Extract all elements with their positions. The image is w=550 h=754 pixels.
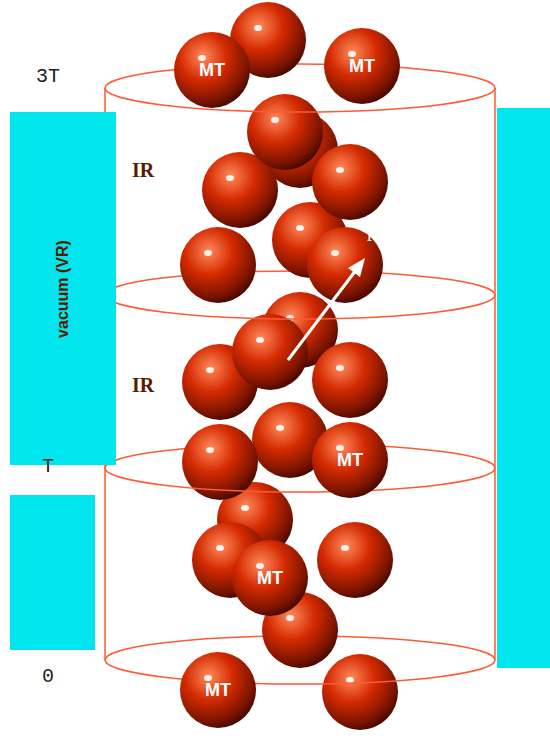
vacuum-bar <box>10 495 95 650</box>
level-label: 0 <box>42 665 54 688</box>
atom-sphere <box>247 94 323 170</box>
cylinder-outline <box>105 64 495 660</box>
atom-sphere <box>232 314 308 390</box>
atom-sphere: MT <box>232 540 308 616</box>
sphere-label: MT <box>199 60 225 81</box>
level-label: T <box>42 455 54 478</box>
cylinder-outline <box>105 88 495 684</box>
atom-sphere <box>322 654 398 730</box>
sphere-label: MT <box>257 568 283 589</box>
atom-sphere: MT <box>324 28 400 104</box>
atom-sphere: MT <box>312 422 388 498</box>
region-label: vacuum (VR) <box>54 240 72 338</box>
region-label: IR <box>132 374 154 397</box>
atom-sphere <box>317 522 393 598</box>
vacuum-band: vacuum (VR) <box>10 112 116 465</box>
atom-sphere <box>307 227 383 303</box>
atom-sphere: MT <box>180 652 256 728</box>
sphere-label: MT <box>337 450 363 471</box>
radius-arrow <box>288 258 365 360</box>
sphere-label: MT <box>205 680 231 701</box>
atom-sphere <box>312 144 388 220</box>
vacuum-bar <box>497 108 550 668</box>
atom-sphere: MT <box>174 32 250 108</box>
region-label: IR <box>132 159 154 182</box>
atom-sphere <box>180 227 256 303</box>
atom-sphere <box>312 342 388 418</box>
radius-label: R <box>367 227 378 245</box>
sphere-label: MT <box>349 56 375 77</box>
level-label: 3T <box>36 65 60 88</box>
